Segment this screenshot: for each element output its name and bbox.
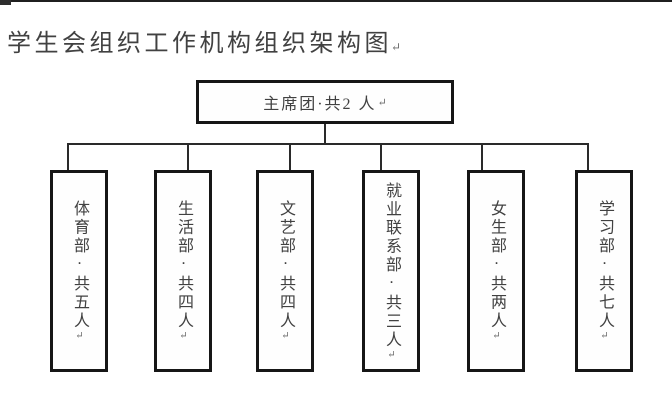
connector-root-drop-line: [324, 124, 326, 144]
connector-stub-study: [587, 144, 589, 171]
org-box-sports-dept-label: 体育部·共五人: [71, 200, 88, 331]
page-corner-mark: [0, 0, 11, 5]
org-box-employment-liaison-dept[interactable]: 就业联系部·共三人↵: [362, 170, 420, 372]
connector-stub-girls: [481, 144, 483, 171]
paragraph-return-mark: ↵: [391, 40, 402, 54]
diagram-title: 学生会组织工作机构组织架构图↵: [7, 23, 401, 58]
paragraph-return-mark: ↵: [386, 349, 397, 361]
org-box-arts-dept-label: 文艺部·共四人: [277, 200, 294, 331]
org-box-arts-dept[interactable]: 文艺部·共四人↵: [256, 170, 314, 372]
diagram-title-text: 学生会组织工作机构组织架构图: [7, 31, 392, 57]
connector-stub-life: [187, 144, 189, 171]
org-box-life-dept-label: 生活部·共四人: [175, 200, 192, 331]
org-box-girls-dept[interactable]: 女生部·共两人↵: [467, 170, 525, 372]
org-box-life-dept[interactable]: 生活部·共四人↵: [154, 170, 212, 372]
org-box-life-dept-text: 生活部·共四人↵: [175, 200, 192, 342]
org-box-study-dept-text: 学习部·共七人↵: [596, 200, 613, 342]
page-top-border-line: [0, 0, 672, 2]
org-box-girls-dept-text: 女生部·共两人↵: [488, 200, 505, 342]
paragraph-return-mark: ↵: [599, 330, 610, 342]
org-box-study-dept[interactable]: 学习部·共七人↵: [575, 170, 633, 372]
org-box-sports-dept[interactable]: 体育部·共五人↵: [50, 170, 108, 372]
org-box-study-dept-label: 学习部·共七人: [596, 200, 613, 331]
org-box-presidium[interactable]: 主席团·共2 人↵: [196, 80, 454, 124]
paragraph-return-mark: ↵: [377, 96, 387, 109]
paragraph-return-mark: ↵: [280, 330, 291, 342]
paragraph-return-mark: ↵: [74, 330, 85, 342]
connector-horizontal-rail: [67, 143, 589, 145]
org-box-presidium-label: 主席团·共2 人: [263, 96, 377, 113]
org-box-girls-dept-label: 女生部·共两人: [488, 200, 505, 331]
org-box-sports-dept-text: 体育部·共五人↵: [71, 200, 88, 342]
connector-stub-arts: [289, 144, 291, 171]
connector-stub-employment-liaison: [380, 144, 382, 171]
paragraph-return-mark: ↵: [491, 330, 502, 342]
connector-stub-sports: [67, 144, 69, 171]
org-box-employment-liaison-dept-text: 就业联系部·共三人↵: [383, 181, 400, 361]
org-box-employment-liaison-dept-label: 就业联系部·共三人: [383, 181, 400, 350]
paragraph-return-mark: ↵: [178, 330, 189, 342]
org-box-arts-dept-text: 文艺部·共四人↵: [277, 200, 294, 342]
